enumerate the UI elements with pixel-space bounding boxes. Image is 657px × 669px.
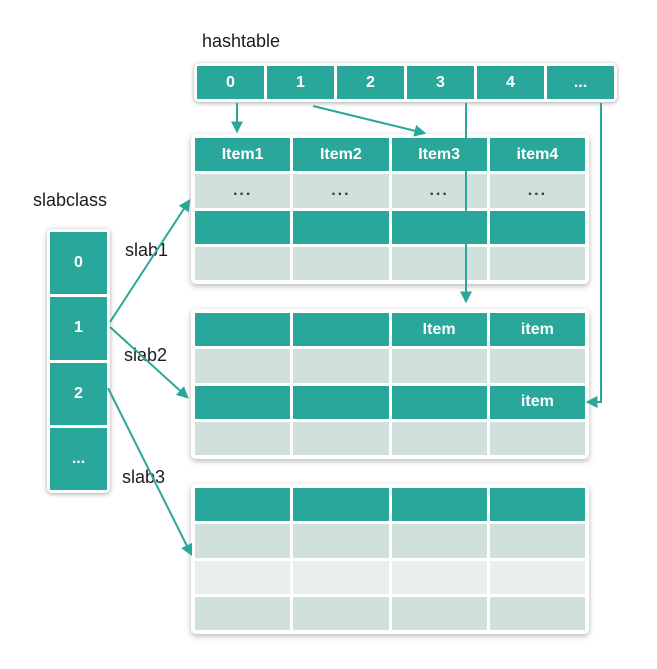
hashtable-bucket-more: ... [547, 66, 614, 99]
slab1-label: slab1 [125, 240, 169, 260]
hashtable-label: hashtable [202, 31, 281, 51]
slab1-cell-r3c0 [195, 246, 291, 280]
slab3-cell-r0c3 [489, 488, 585, 522]
slab2-cell-r1c1 [293, 349, 389, 383]
hashtable-bucket-2: 2 [337, 66, 404, 99]
slab3-cell-r3c0 [195, 596, 291, 630]
slab3-cell-r1c3 [489, 524, 585, 558]
slab3-cell-r3c3 [489, 596, 585, 630]
arrow-slabclass1-to-slab1 [109, 198, 191, 323]
slab3-cell-r0c1 [293, 488, 389, 522]
arrow-hash1-to-slab1-item3 [312, 105, 427, 137]
slab2-row-3 [195, 421, 585, 455]
slabclass-array: 0 1 2 ... [47, 229, 110, 493]
slab1-cell-r3c3 [489, 246, 585, 280]
slab1-cell-r0c3: item4 [489, 138, 585, 172]
slab2-cell-r1c2 [391, 349, 487, 383]
slab2-row-0: Item item [195, 313, 585, 347]
slab3-label: slab3 [122, 467, 166, 487]
slab2-cell-r3c3 [489, 421, 585, 455]
slab3-cell-r1c0 [195, 524, 291, 558]
slab3-cell-r3c2 [391, 596, 487, 630]
slab1-cell-r2c0 [195, 210, 291, 244]
slab2-cell-r0c3: item [489, 313, 585, 347]
slab3-cell-r1c2 [391, 524, 487, 558]
slab1-cell-r1c2: ... [391, 174, 487, 208]
slab3-row-3 [195, 596, 585, 630]
hashtable-bucket-4: 4 [477, 66, 544, 99]
slabclass-label: slabclass [33, 190, 108, 210]
slab1-cell-r2c2 [391, 210, 487, 244]
slab3-cell-r1c1 [293, 524, 389, 558]
slab2-cell-r0c1 [293, 313, 389, 347]
slabclass-cell-2: 2 [50, 362, 107, 425]
slab2-cell-r3c0 [195, 421, 291, 455]
slab1-cell-r1c3: ... [489, 174, 585, 208]
slab3-cell-r2c2 [391, 560, 487, 594]
hashtable-bucket-0: 0 [197, 66, 264, 99]
slab1-row-2 [195, 210, 585, 244]
slab3-cell-r2c3 [489, 560, 585, 594]
slab2-label: slab2 [124, 345, 168, 365]
slab2-cell-r2c3: item [489, 385, 585, 419]
slab3-cell-r2c0 [195, 560, 291, 594]
slab1-cell-r1c1: ... [293, 174, 389, 208]
slab3-cell-r2c1 [293, 560, 389, 594]
slab3-row-2 [195, 560, 585, 594]
slab1-cell-r2c3 [489, 210, 585, 244]
arrow-hashmore-to-slab2-item [585, 103, 602, 408]
slab1-cell-r3c1 [293, 246, 389, 280]
slab1-row-0: Item1 Item2 Item3 item4 [195, 138, 585, 172]
slab3-row-0 [195, 488, 585, 522]
slab3-table [191, 484, 589, 634]
slab2-cell-r1c0 [195, 349, 291, 383]
slab3-cell-r0c2 [391, 488, 487, 522]
slab2-cell-r2c2 [391, 385, 487, 419]
slab2-cell-r0c0 [195, 313, 291, 347]
slab1-row-3 [195, 246, 585, 280]
slab1-cell-r2c1 [293, 210, 389, 244]
slab3-row-1 [195, 524, 585, 558]
slab1-table: Item1 Item2 Item3 item4 ... ... ... ... [191, 134, 589, 284]
slab2-cell-r3c2 [391, 421, 487, 455]
slab1-cell-r3c2 [391, 246, 487, 280]
slabclass-cell-1: 1 [50, 297, 107, 360]
slab2-cell-r0c2: Item [391, 313, 487, 347]
slab2-cell-r2c0 [195, 385, 291, 419]
hashtable-array: 0 1 2 3 4 ... [194, 63, 617, 102]
slab1-row-1: ... ... ... ... [195, 174, 585, 208]
slab1-cell-r1c0: ... [195, 174, 291, 208]
slab2-row-1 [195, 349, 585, 383]
slabclass-cell-0: 0 [50, 232, 107, 295]
slab1-cell-r0c2: Item3 [391, 138, 487, 172]
hashtable-bucket-1: 1 [267, 66, 334, 99]
slab1-cell-r0c0: Item1 [195, 138, 291, 172]
hashtable-bucket-3: 3 [407, 66, 474, 99]
slab2-table: Item item item [191, 309, 589, 459]
slab2-cell-r3c1 [293, 421, 389, 455]
slab2-row-2: item [195, 385, 585, 419]
slab3-cell-r0c0 [195, 488, 291, 522]
slab2-cell-r2c1 [293, 385, 389, 419]
slab2-cell-r1c3 [489, 349, 585, 383]
slab1-cell-r0c1: Item2 [293, 138, 389, 172]
slab3-cell-r3c1 [293, 596, 389, 630]
slabclass-cell-more: ... [50, 427, 107, 490]
